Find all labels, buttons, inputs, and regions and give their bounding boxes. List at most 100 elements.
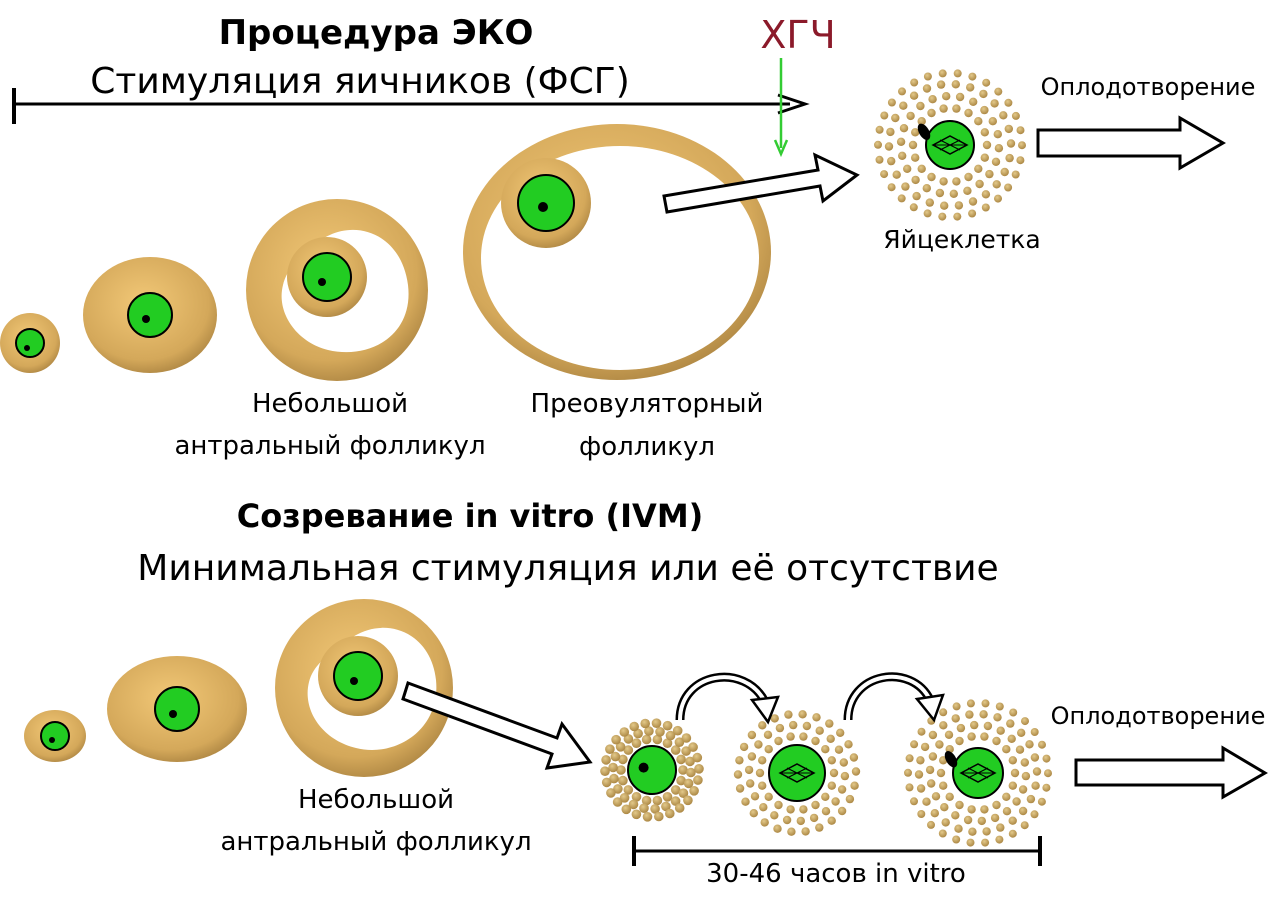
cumulus-cell <box>798 710 807 719</box>
cumulus-cell <box>905 754 914 763</box>
cumulus-cell <box>1010 768 1020 778</box>
meiotic-spindle-fibers <box>780 767 814 779</box>
cumulus-cell <box>631 792 642 802</box>
oocyte-retrieval-arrow <box>401 681 593 770</box>
cumulus-cell <box>901 182 910 191</box>
cumulus-cell <box>615 742 626 752</box>
cumulus-cell <box>1004 183 1013 192</box>
cumulus-cell <box>661 801 671 812</box>
cumulus-cell <box>629 721 639 732</box>
cumulus-cell <box>939 104 948 113</box>
cumulus-cell <box>927 779 936 788</box>
cumulus-cell <box>747 752 757 761</box>
preovulatory-label-1: Преовуляторный <box>531 389 764 419</box>
cumulus-cell <box>966 83 975 92</box>
cumulus-cell <box>623 745 634 755</box>
cumulus-cell <box>944 730 954 739</box>
cumulus-cell <box>886 127 895 137</box>
cumulus-cell <box>1044 769 1052 778</box>
cumulus-cell <box>613 784 623 794</box>
cumulus-cell <box>639 803 649 813</box>
cumulus-cell <box>825 719 834 728</box>
cumulus-cell <box>880 170 889 179</box>
cumulus-cell <box>952 104 961 113</box>
cumulus-cell <box>619 793 630 803</box>
cumulus-cell <box>875 155 884 164</box>
cumulus-cell <box>892 170 901 179</box>
cumulus-cell <box>917 164 926 173</box>
cumulus-cell <box>974 164 983 173</box>
cumulus-cell <box>938 829 947 838</box>
cumulus-cell <box>951 80 960 89</box>
cumulus-cell <box>1038 740 1046 749</box>
cumulus-cell <box>692 752 703 763</box>
cumulus-cell <box>670 745 681 755</box>
cumulus-cell <box>601 777 612 788</box>
cumulus-cell <box>1006 719 1015 728</box>
cumulus-cell <box>763 730 773 739</box>
cumulus-cell <box>995 835 1004 844</box>
cumulus-cell <box>956 723 966 733</box>
cumulus-cell <box>917 810 926 818</box>
cumulus-cell <box>912 191 921 201</box>
cumulus-cell <box>746 779 755 788</box>
cumulus-cell <box>916 756 925 765</box>
cumulus-cell <box>938 69 947 78</box>
cumulus-cell <box>773 824 782 833</box>
cumulus-cell <box>642 812 653 822</box>
cumulus-cell <box>887 98 896 107</box>
cumulus-cell <box>982 78 991 87</box>
cumulus-cell <box>899 124 909 133</box>
cumulus-cell <box>784 710 793 719</box>
cumulus-cell <box>786 732 795 741</box>
cumulus-cell <box>911 128 920 137</box>
cumulus-cell <box>906 111 915 121</box>
cumulus-cell <box>887 156 896 166</box>
cumulus-cell <box>927 108 936 118</box>
ivf-follicle-small-antral <box>246 199 428 381</box>
cumulus-cell <box>681 746 691 756</box>
ivm-mature-oocyte <box>904 699 1052 847</box>
cumulus-cell <box>1004 124 1013 134</box>
cumulus-cell <box>652 734 663 745</box>
cumulus-cell <box>884 142 894 151</box>
cumulus-cell <box>939 781 948 790</box>
cumulus-cell <box>903 164 912 173</box>
cumulus-cell <box>1012 797 1021 806</box>
cumulus-cell <box>935 740 944 749</box>
cumulus-cell <box>922 84 932 93</box>
cumulus-cell <box>985 169 994 179</box>
cumulus-cell <box>980 805 989 814</box>
cumulus-cell <box>992 736 1001 746</box>
cumulus-cell <box>1005 153 1014 163</box>
ivf-follicle-preovulatory <box>463 124 771 380</box>
cumulus-cell <box>925 765 935 775</box>
cumulus-cell <box>665 808 675 819</box>
cumulus-cell <box>733 770 743 779</box>
cumulus-cell <box>611 734 621 745</box>
ivm-maturing-oocyte <box>733 710 861 836</box>
cumulus-cell <box>840 771 850 781</box>
cumulus-cell <box>966 838 975 847</box>
cumulus-cell <box>665 730 676 741</box>
cumulus-cell <box>916 784 926 793</box>
cumulus-cell <box>811 736 820 746</box>
cumulus-cell <box>951 714 960 723</box>
cumulus-cell <box>966 699 975 708</box>
cumulus-cell <box>755 768 765 778</box>
cumulus-cell <box>908 140 918 150</box>
cumulus-cell <box>942 92 951 101</box>
cumulus-cell <box>979 710 988 719</box>
cumulus-cell <box>799 732 808 741</box>
cumulus-cell <box>1037 797 1046 806</box>
cumulus-cell <box>923 72 932 81</box>
cumulus-cell <box>600 766 610 776</box>
cumulus-cell <box>686 767 696 778</box>
cumulus-cell <box>945 792 954 801</box>
cumulus-cell <box>898 151 907 160</box>
cumulus-cell <box>640 718 650 729</box>
cumulus-cell <box>982 140 992 150</box>
cumulus-cell <box>1018 141 1026 150</box>
cumulus-cell <box>770 714 779 723</box>
